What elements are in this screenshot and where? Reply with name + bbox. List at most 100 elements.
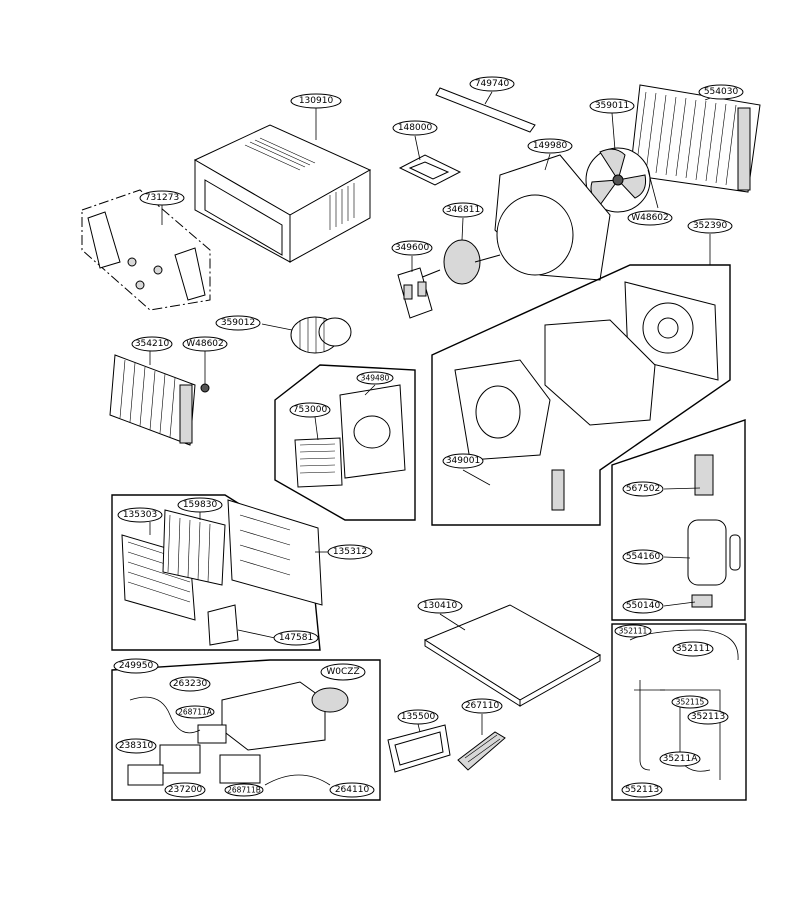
label-text-135312: 135312 [333, 547, 367, 557]
label-749740: 749740 [469, 76, 515, 92]
label-text-352111-mid: 352111 [676, 644, 710, 654]
label-text-267110: 267110 [465, 701, 500, 711]
motor-mount-part [397, 256, 433, 319]
base-pan-part [423, 604, 602, 707]
label-text-135500: 135500 [401, 712, 436, 722]
label-text-263230: 263230 [173, 679, 208, 689]
label-text-554030: 554030 [704, 87, 739, 97]
label-text-567502: 567502 [626, 484, 660, 494]
label-264110: 264110 [329, 782, 375, 798]
label-349001: 349001 [442, 453, 484, 469]
label-753000: 753000 [289, 402, 331, 418]
bracket-part [398, 135, 462, 186]
label-text-147581: 147581 [279, 633, 313, 643]
label-352115: 352115 [671, 695, 709, 709]
label-238310: 238310 [115, 738, 157, 754]
label-346811: 346811 [442, 202, 484, 218]
label-554030: 554030 [698, 84, 744, 100]
label-159830: 159830 [177, 497, 223, 513]
label-text-264110: 264110 [335, 785, 370, 795]
label-text-352390: 352390 [693, 221, 728, 231]
label-text-749740: 749740 [475, 79, 510, 89]
label-text-359012: 359012 [221, 318, 255, 328]
label-237200: 237200 [164, 782, 206, 798]
label-149980: 149980 [527, 138, 573, 154]
condenser-fan-part [585, 112, 651, 213]
label-text-352111-top: 352111 [619, 627, 648, 636]
label-567502: 567502 [622, 481, 664, 497]
label-text-w0czz: W0CZZ [326, 667, 359, 677]
label-w48602-left: W48602 [182, 336, 228, 352]
label-text-w48602-right: W48602 [631, 213, 669, 223]
label-352390: 352390 [687, 218, 733, 234]
compressor-group [611, 419, 746, 621]
label-135500: 135500 [397, 709, 439, 725]
label-text-268711a: 268711A [178, 708, 213, 717]
label-text-354210: 354210 [135, 339, 170, 349]
label-359012: 359012 [215, 315, 261, 331]
label-552113: 552113 [621, 782, 663, 798]
fan-shroud-part [494, 153, 611, 281]
heater-assembly-group [274, 364, 416, 521]
label-352111-top: 352111 [614, 624, 652, 638]
label-text-135303: 135303 [123, 510, 157, 520]
cabinet-part [193, 108, 372, 263]
label-249950: 249950 [113, 658, 159, 674]
label-text-35211a: 35211A [663, 754, 699, 764]
label-text-w48602-left: W48602 [186, 339, 224, 349]
label-text-149980: 149980 [533, 141, 568, 151]
label-263230: 263230 [169, 676, 211, 692]
label-text-552113: 552113 [625, 785, 659, 795]
label-554160: 554160 [622, 549, 664, 565]
base-pan-assembly-group [431, 234, 731, 526]
label-550140: 550140 [622, 598, 664, 614]
label-text-346811: 346811 [446, 205, 480, 215]
label-text-359011: 359011 [595, 101, 629, 111]
label-349480: 349480 [356, 371, 394, 385]
label-354210: 354210 [131, 336, 173, 352]
label-w0czz: W0CZZ [320, 663, 366, 681]
label-359011: 359011 [589, 98, 635, 114]
evaporator-coil-part [109, 351, 196, 446]
label-352111-mid: 352111 [672, 641, 714, 657]
label-text-550140: 550140 [626, 601, 661, 611]
label-text-352113: 352113 [691, 712, 725, 722]
label-135312: 135312 [327, 544, 373, 560]
label-135303: 135303 [117, 507, 163, 523]
front-panel-group [111, 494, 328, 651]
label-text-130410: 130410 [423, 601, 458, 611]
label-268711a: 268711A [175, 705, 215, 719]
label-267110: 267110 [461, 698, 503, 714]
label-text-349600: 349600 [395, 243, 430, 253]
label-text-159830: 159830 [183, 500, 218, 510]
label-text-352115: 352115 [676, 698, 705, 707]
label-w48602-right: W48602 [627, 210, 673, 226]
mounting-bracket-group [81, 189, 211, 311]
label-268711b: 268711B [224, 783, 264, 797]
label-text-349480: 349480 [361, 374, 390, 383]
label-text-130910: 130910 [299, 96, 334, 106]
label-text-753000: 753000 [293, 405, 328, 415]
blower-wheel-part [261, 316, 352, 354]
remote-part [457, 714, 506, 771]
label-731273: 731273 [139, 190, 185, 206]
label-text-349001: 349001 [446, 456, 480, 466]
label-349600: 349600 [391, 240, 433, 256]
label-text-731273: 731273 [145, 193, 179, 203]
label-130410: 130410 [417, 598, 463, 614]
condenser-coil-part [629, 84, 761, 193]
washer-part [200, 351, 210, 393]
control-electrical-group [111, 659, 381, 801]
label-148000: 148000 [392, 120, 438, 136]
label-147581: 147581 [273, 630, 319, 646]
label-text-268711b: 268711B [227, 786, 261, 795]
control-cover-part [387, 723, 451, 773]
label-text-238310: 238310 [119, 741, 154, 751]
label-text-237200: 237200 [168, 785, 203, 795]
label-text-554160: 554160 [626, 552, 661, 562]
label-352113: 352113 [687, 709, 729, 725]
top-rail-part [435, 87, 536, 133]
fan-motor-part [419, 217, 501, 285]
label-35211a: 35211A [659, 751, 701, 767]
